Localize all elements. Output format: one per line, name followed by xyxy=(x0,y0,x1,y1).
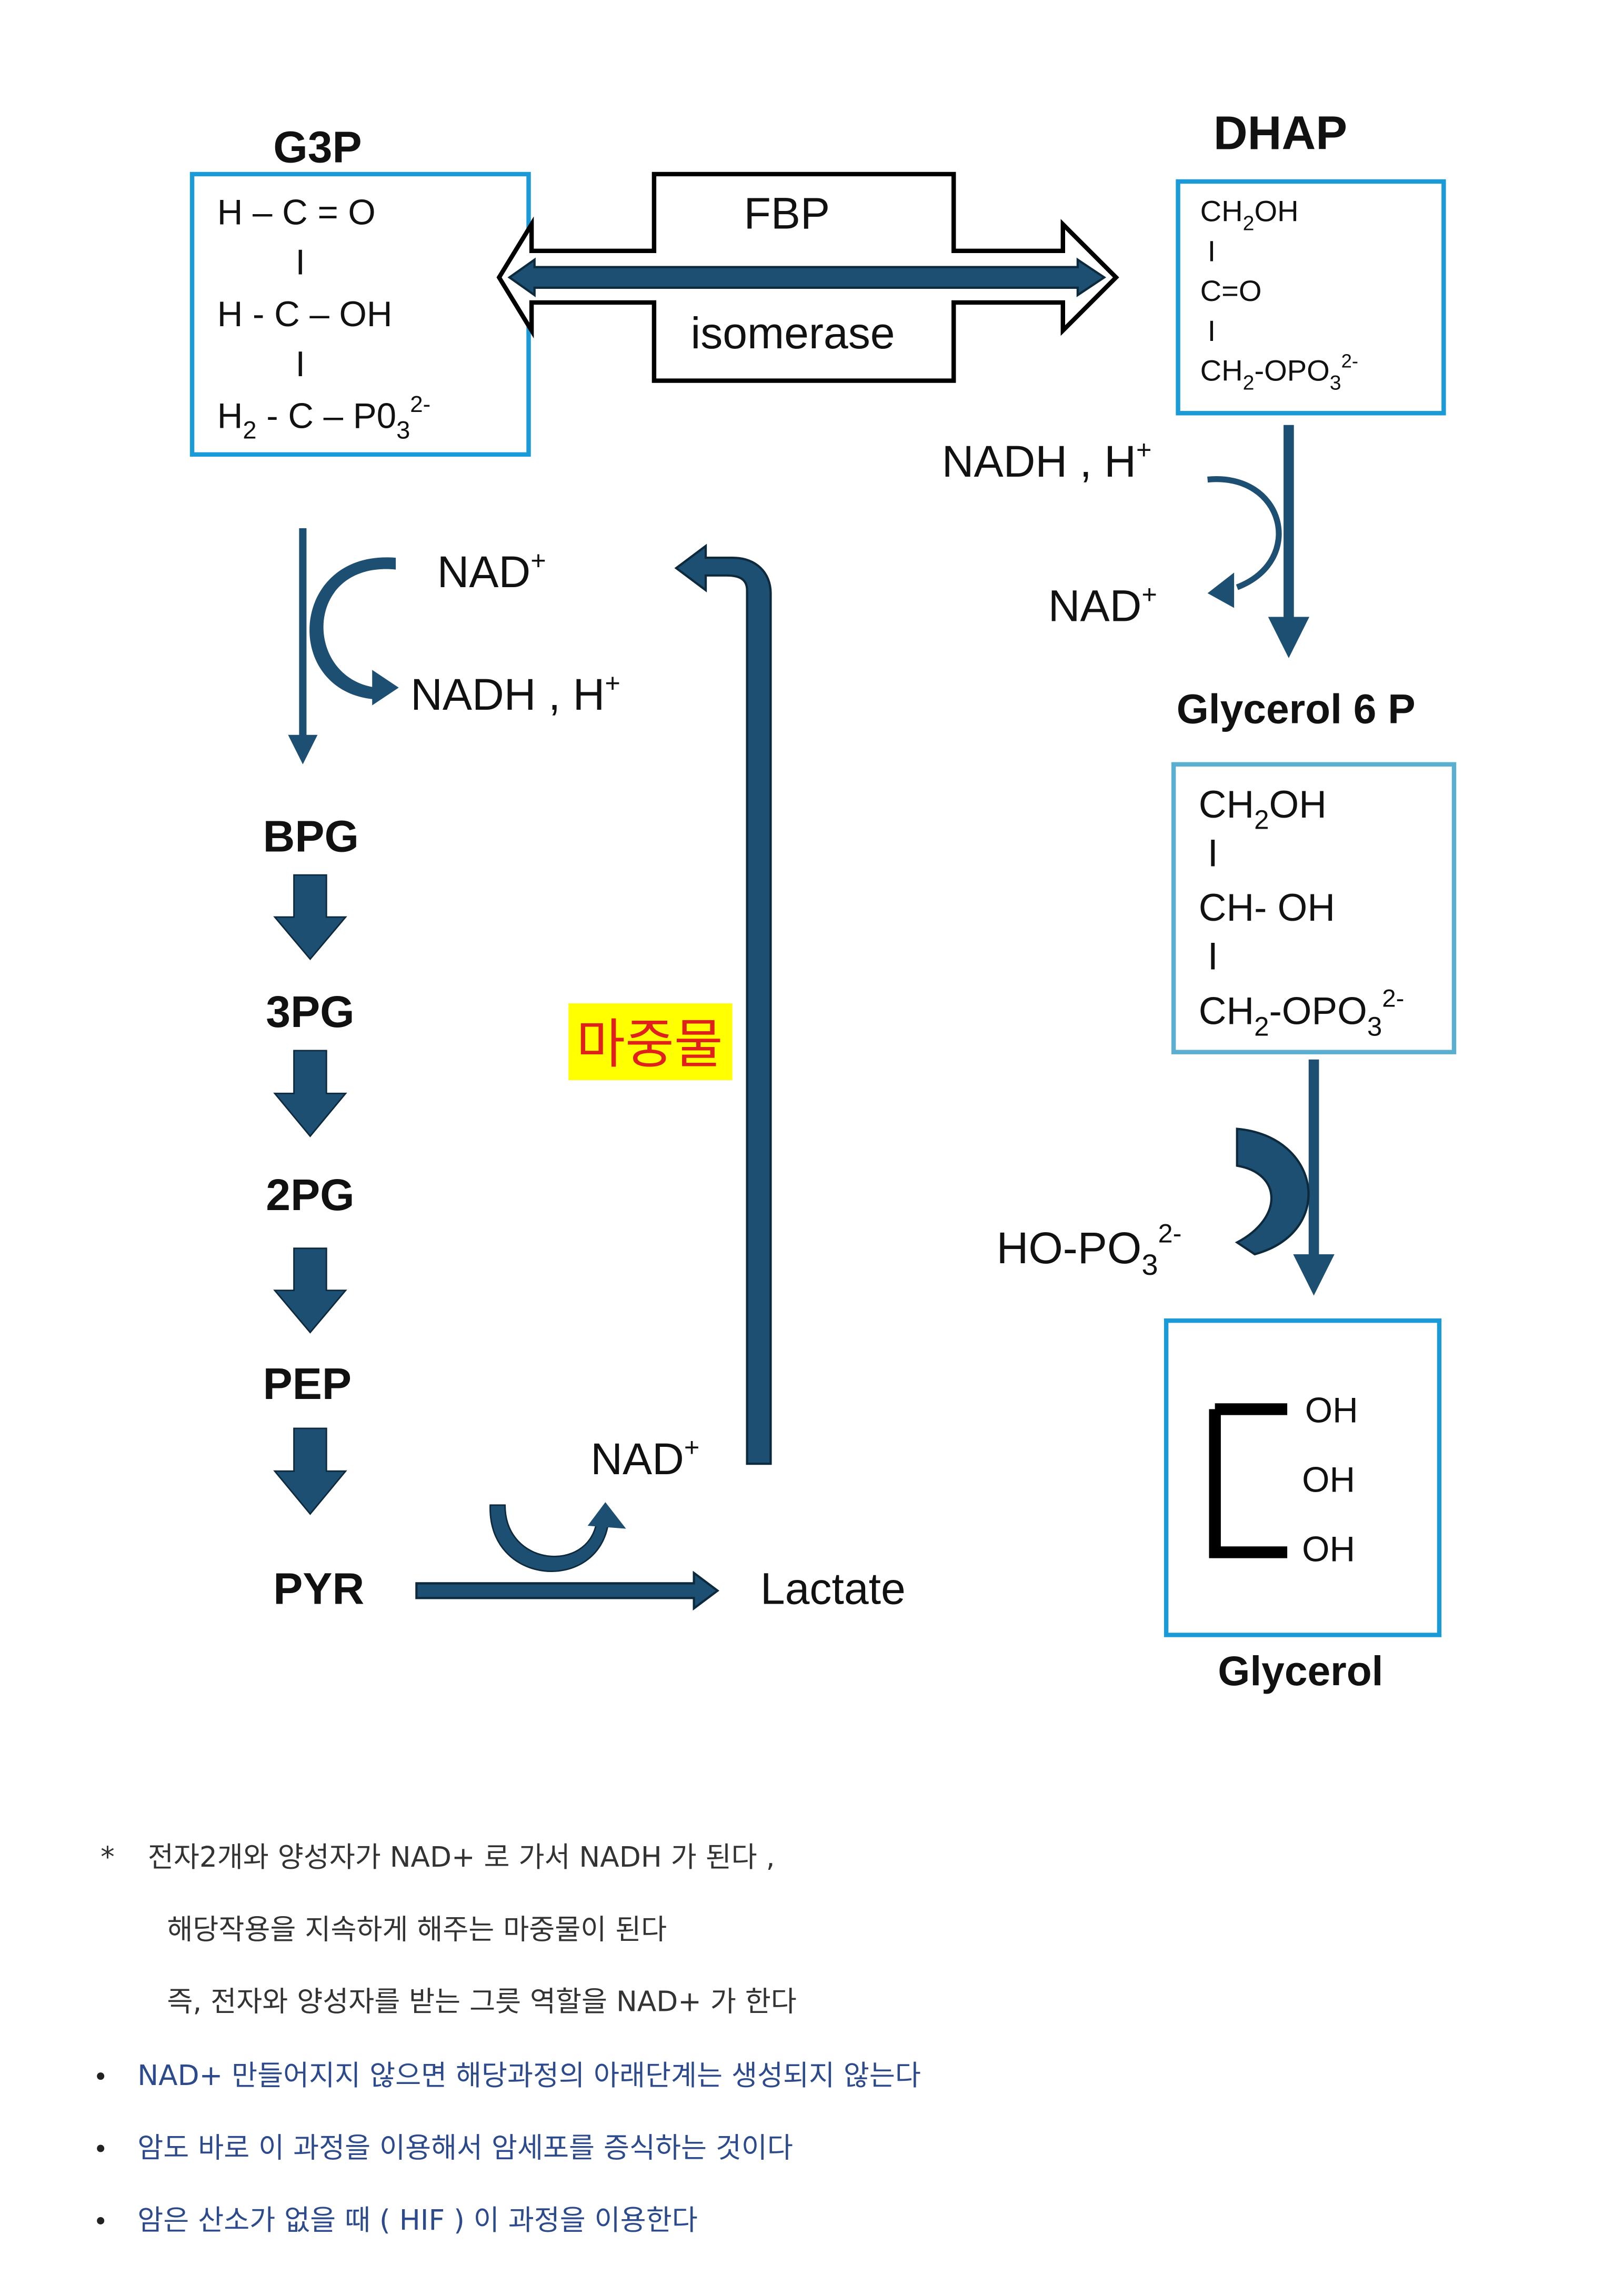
glycerol-label: Glycerol xyxy=(1218,1648,1383,1694)
g6p-label: Glycerol 6 P xyxy=(1177,686,1416,732)
down-block-arrow xyxy=(273,1427,347,1515)
dhap-curved-arrow xyxy=(1207,476,1282,590)
formula-line: H2 - C – P032- xyxy=(217,391,430,444)
dhap-label: DHAP xyxy=(1214,107,1347,159)
glycerol-oh-1: OH xyxy=(1305,1391,1358,1431)
glycerol-oh-2: OH xyxy=(1302,1460,1355,1499)
phosphate-release-arrow xyxy=(1235,1127,1310,1256)
formula-line: I xyxy=(295,345,305,384)
bullet-1: NAD+ 만들어지지 않으면 해당과정의 아래단계는 생성되지 않는다 xyxy=(137,2059,921,2092)
pathway-pyr: PYR xyxy=(273,1564,364,1614)
highlight-text: 마중물 xyxy=(576,1013,723,1075)
g3p-step-in: NAD+ xyxy=(437,546,546,597)
highlight-box xyxy=(568,1003,733,1080)
formula-line: I xyxy=(1208,314,1216,347)
pyr-step-nad: NAD+ xyxy=(590,1432,699,1484)
enzyme-top-label: FBP xyxy=(744,189,830,238)
pathway-3pg: 3PG xyxy=(266,987,354,1036)
g3p-step-out: NADH , H+ xyxy=(410,668,620,719)
arrowhead-icon xyxy=(372,670,399,706)
formula-line: H - C – OH xyxy=(217,295,393,334)
formula-line: H – C = O xyxy=(217,193,376,232)
down-block-arrow xyxy=(273,1050,347,1137)
lactate-label: Lactate xyxy=(760,1564,906,1614)
bullet-icon xyxy=(97,2144,105,2152)
formula-line: CH- OH xyxy=(1199,887,1335,929)
glycerol-backbone xyxy=(1209,1403,1288,1558)
formula-line: I xyxy=(295,243,305,283)
formula-line: CH2-OPO32- xyxy=(1200,350,1358,394)
formula-line: I xyxy=(1208,234,1216,267)
note-line-1: 전자2개와 양성자가 NAD+ 로 가서 NADH 가 된다 , xyxy=(148,1841,775,1874)
formula-line: C=O xyxy=(1200,274,1262,307)
down-block-arrow xyxy=(273,874,347,961)
g3p-curved-arrow xyxy=(309,557,396,700)
g6p-step-out: HO-PO32- xyxy=(997,1218,1182,1281)
glycerol-box xyxy=(1164,1318,1442,1637)
dhap-box xyxy=(1176,179,1446,416)
dhap-step-out: NAD+ xyxy=(1048,579,1157,631)
g3p-formula: H – C = O I H - C – OH I H2 - C – P032- xyxy=(217,193,430,444)
bullet-3: 암은 산소가 없을 때 ( HIF ) 이 과정을 이용한다 xyxy=(137,2204,697,2237)
bullet-2: 암도 바로 이 과정을 이용해서 암세포를 증식하는 것이다 xyxy=(137,2131,793,2164)
dhap-step-in: NADH , H+ xyxy=(942,435,1152,486)
pathway-2pg: 2PG xyxy=(266,1170,354,1220)
formula-line: CH2-OPO32- xyxy=(1199,985,1405,1042)
nad-curved-arrow xyxy=(489,1504,609,1572)
pathway-arrows xyxy=(273,874,347,1515)
note-star: * xyxy=(101,1841,115,1874)
bullet-icon xyxy=(97,2072,105,2080)
glycerol-oh-3: OH xyxy=(1302,1529,1355,1569)
formula-line: CH2OH xyxy=(1200,195,1299,235)
arrowhead-icon xyxy=(1207,572,1235,608)
enzyme-bottom-label: isomerase xyxy=(691,308,895,358)
formula-line: CH2OH xyxy=(1199,783,1327,835)
g3p-label: G3P xyxy=(273,123,362,172)
formula-line: I xyxy=(1208,935,1218,978)
note-line-3: 즉, 전자와 양성자를 받는 그릇 역할을 NAD+ 가 한다 xyxy=(167,1986,796,2018)
pyr-lactate-arrow xyxy=(415,1570,720,1611)
nad-regeneration-arrow xyxy=(674,543,772,1465)
arrowhead-icon xyxy=(587,1502,626,1529)
note-line-2: 해당작용을 지속하게 해주는 마중물이 된다 xyxy=(167,1913,667,1946)
isomerase-arrow xyxy=(507,257,1107,297)
formula-line: I xyxy=(1208,832,1218,874)
bullet-icon xyxy=(97,2217,105,2224)
g6p-box xyxy=(1171,762,1457,1054)
down-block-arrow xyxy=(273,1247,347,1334)
pathway-bpg: BPG xyxy=(263,811,359,861)
pathway-pep: PEP xyxy=(263,1359,352,1408)
